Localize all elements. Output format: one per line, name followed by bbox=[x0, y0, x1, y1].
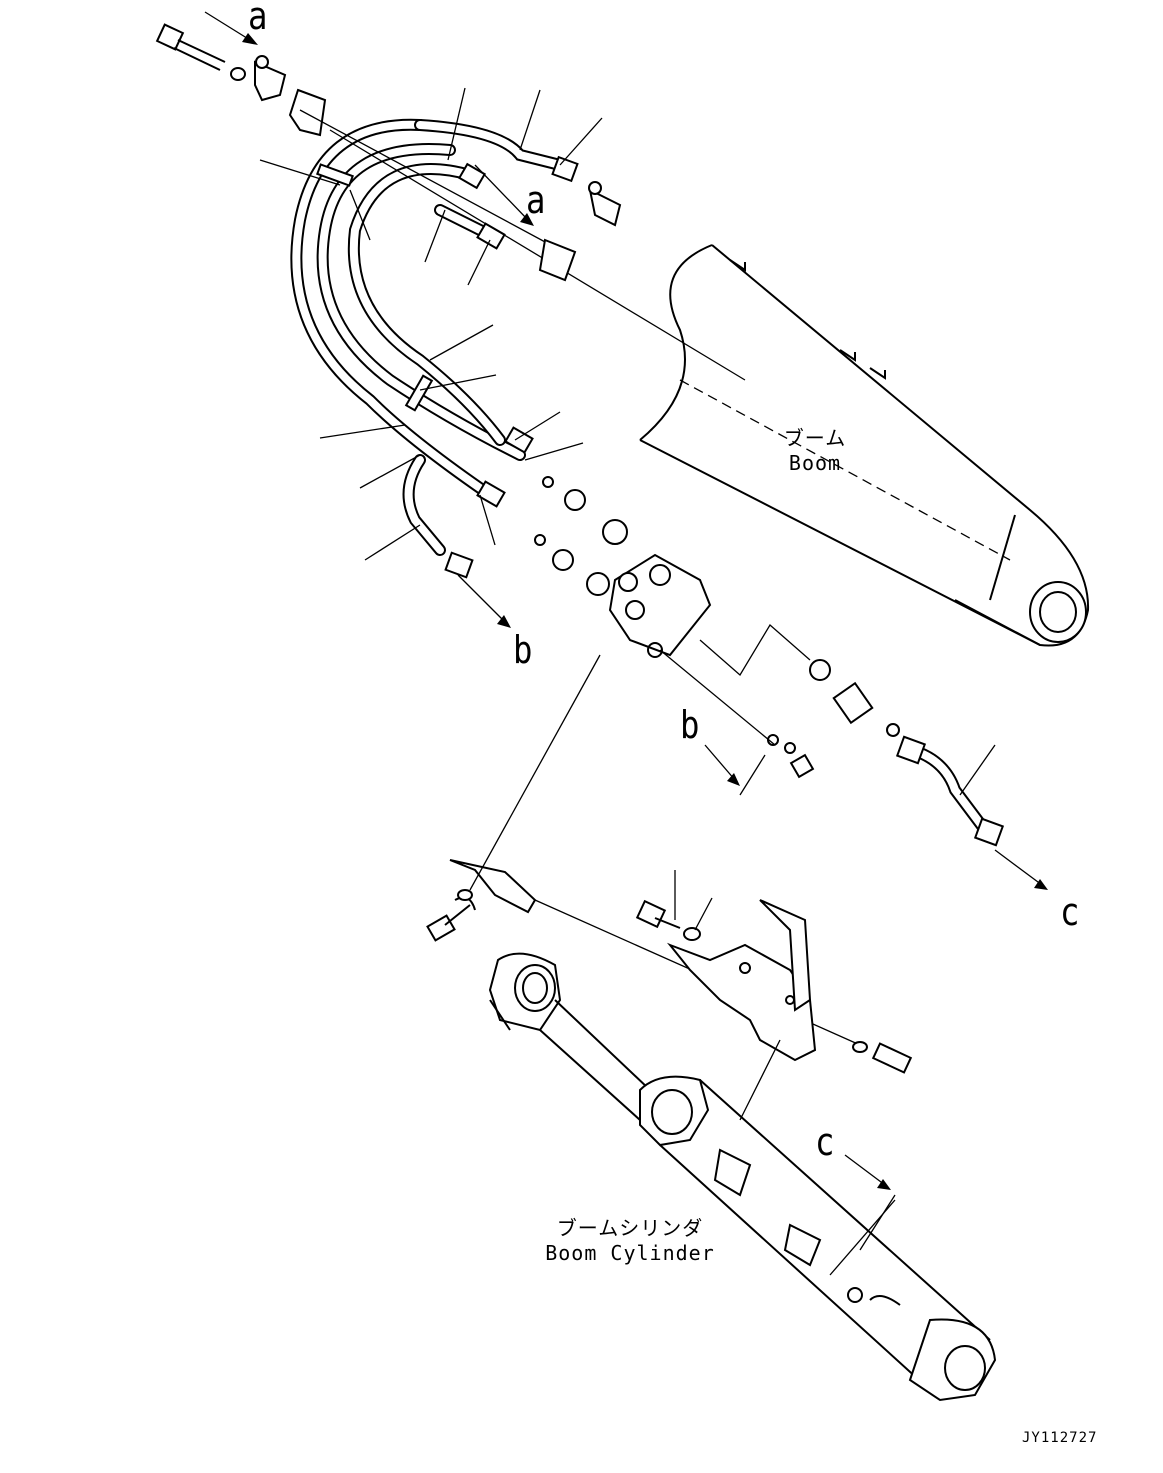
pipe-to-c bbox=[895, 735, 1005, 847]
boom-cylinder-label: ブームシリンダ Boom Cylinder bbox=[535, 1212, 725, 1265]
ref-a-top: a bbox=[248, 0, 268, 38]
boom-label-en: Boom bbox=[788, 451, 842, 475]
ref-b-mid: b bbox=[680, 703, 700, 747]
reference-arrows bbox=[204, 11, 1048, 1190]
boom-label-jp: ブーム bbox=[783, 426, 847, 450]
boom-cylinder-label-jp: ブームシリンダ bbox=[556, 1216, 704, 1240]
boom-cylinder-label-en: Boom Cylinder bbox=[545, 1241, 715, 1265]
leader-lines bbox=[259, 87, 996, 931]
ref-c-right: c bbox=[1060, 890, 1080, 934]
bracket-assembly bbox=[426, 654, 913, 1074]
ref-a-mid: a bbox=[526, 178, 546, 222]
clamp-assembly-top bbox=[155, 23, 746, 381]
drawing-code: JY112727 bbox=[1022, 1430, 1098, 1446]
boom-label: ブーム Boom bbox=[760, 422, 870, 475]
ref-c-bottom: c bbox=[815, 1120, 835, 1164]
valve-block bbox=[534, 476, 900, 796]
hose-bundle bbox=[290, 118, 579, 579]
ref-b-left: b bbox=[513, 628, 533, 672]
boom-arm bbox=[639, 244, 1090, 647]
boom-cylinder bbox=[488, 952, 997, 1402]
